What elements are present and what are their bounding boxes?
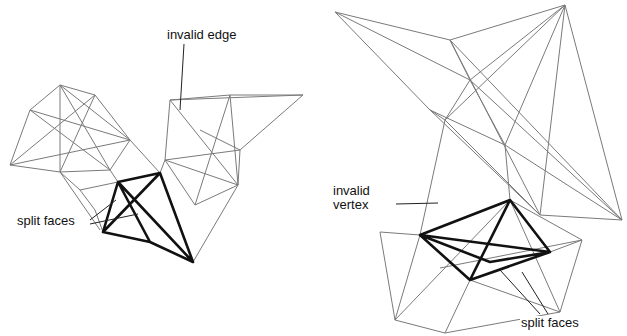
leader-line	[180, 44, 184, 110]
leader-line	[396, 203, 438, 204]
mesh-left-cluster	[10, 85, 130, 172]
thin-mesh	[10, 5, 622, 333]
mesh-right-lower	[380, 120, 582, 333]
leader-line	[90, 200, 138, 224]
bold-tetra-left	[103, 173, 193, 262]
leader-lines	[90, 44, 548, 314]
annotation-label: split faces	[520, 316, 580, 330]
annotation-label: invalid edge	[166, 28, 237, 42]
bold-tetra-right	[420, 200, 550, 280]
mesh-left-right-part	[165, 95, 303, 205]
annotation-label: split faces	[16, 214, 76, 228]
leader-line	[500, 270, 548, 314]
mesh-left-joins	[60, 140, 238, 262]
annotation-label: invalid vertex	[332, 184, 396, 212]
bold-faces	[103, 173, 550, 280]
